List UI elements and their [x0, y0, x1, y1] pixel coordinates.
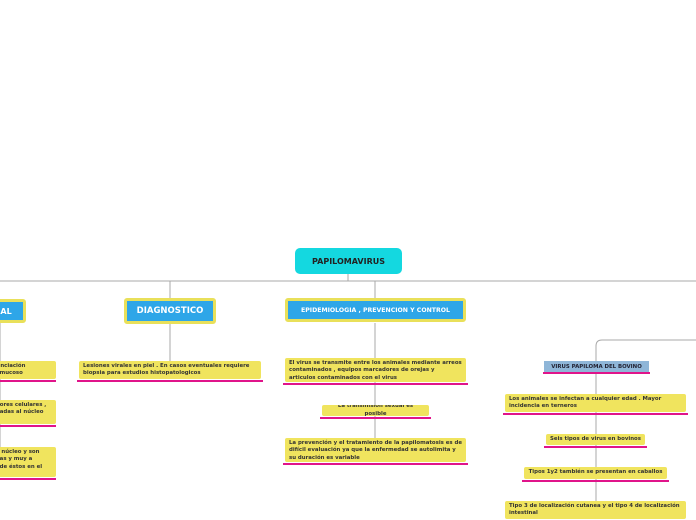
- subbranch-virus-papiloma-bovino[interactable]: VIRUS PAPILOMA DEL BOVINO: [544, 361, 649, 372]
- epidemiologia-item-1[interactable]: El virus se transmite entre los animales…: [285, 358, 466, 382]
- bovino-item-3[interactable]: Tipos 1y2 también se presentan en caball…: [524, 467, 667, 479]
- epidemiologia-item-3-underline: [283, 463, 468, 465]
- epidemiologia-item-2-underline: [320, 417, 431, 419]
- bovino-item-4[interactable]: Tipo 3 de localización cutanea y el tipo…: [505, 501, 686, 519]
- general-item-1[interactable]: renciación o mucoso: [0, 361, 56, 379]
- branch-epidemiologia[interactable]: EPIDEMIOLOGIA , PREVENCION Y CONTROL: [285, 298, 466, 322]
- epidemiologia-item-2[interactable]: La transmisión sexual es posible: [322, 405, 429, 416]
- bovino-item-2-underline: [544, 446, 647, 448]
- general-item-3-underline: [0, 478, 56, 480]
- general-item-2-underline: [0, 425, 56, 427]
- subbranch-bovino-underline: [543, 372, 650, 374]
- bovino-item-3-underline: [522, 480, 669, 482]
- bovino-item-2[interactable]: Seis tipos de virus en bovinos: [546, 434, 645, 445]
- branch-diagnostico[interactable]: DIAGNOSTICO: [124, 298, 216, 324]
- diagnostico-item-1-underline: [77, 380, 263, 382]
- epidemiologia-item-1-underline: [283, 383, 468, 385]
- general-item-1-underline: [0, 380, 56, 382]
- branch-general[interactable]: RAL: [0, 299, 26, 323]
- bovino-item-1-underline: [503, 413, 688, 415]
- general-item-3[interactable]: el núcleo y son ulas y muy a o de éstos …: [0, 447, 56, 477]
- epidemiologia-item-3[interactable]: La prevención y el tratamiento de la pap…: [285, 438, 466, 462]
- diagnostico-item-1[interactable]: Lesiones virales en piel . En casos even…: [79, 361, 261, 379]
- general-item-2[interactable]: ctores celulares , stadas al núcleo: [0, 400, 56, 424]
- root-node-papilomavirus[interactable]: PAPILOMAVIRUS: [295, 248, 402, 274]
- bovino-item-1[interactable]: Los animales se infectan a cualquier eda…: [505, 394, 686, 412]
